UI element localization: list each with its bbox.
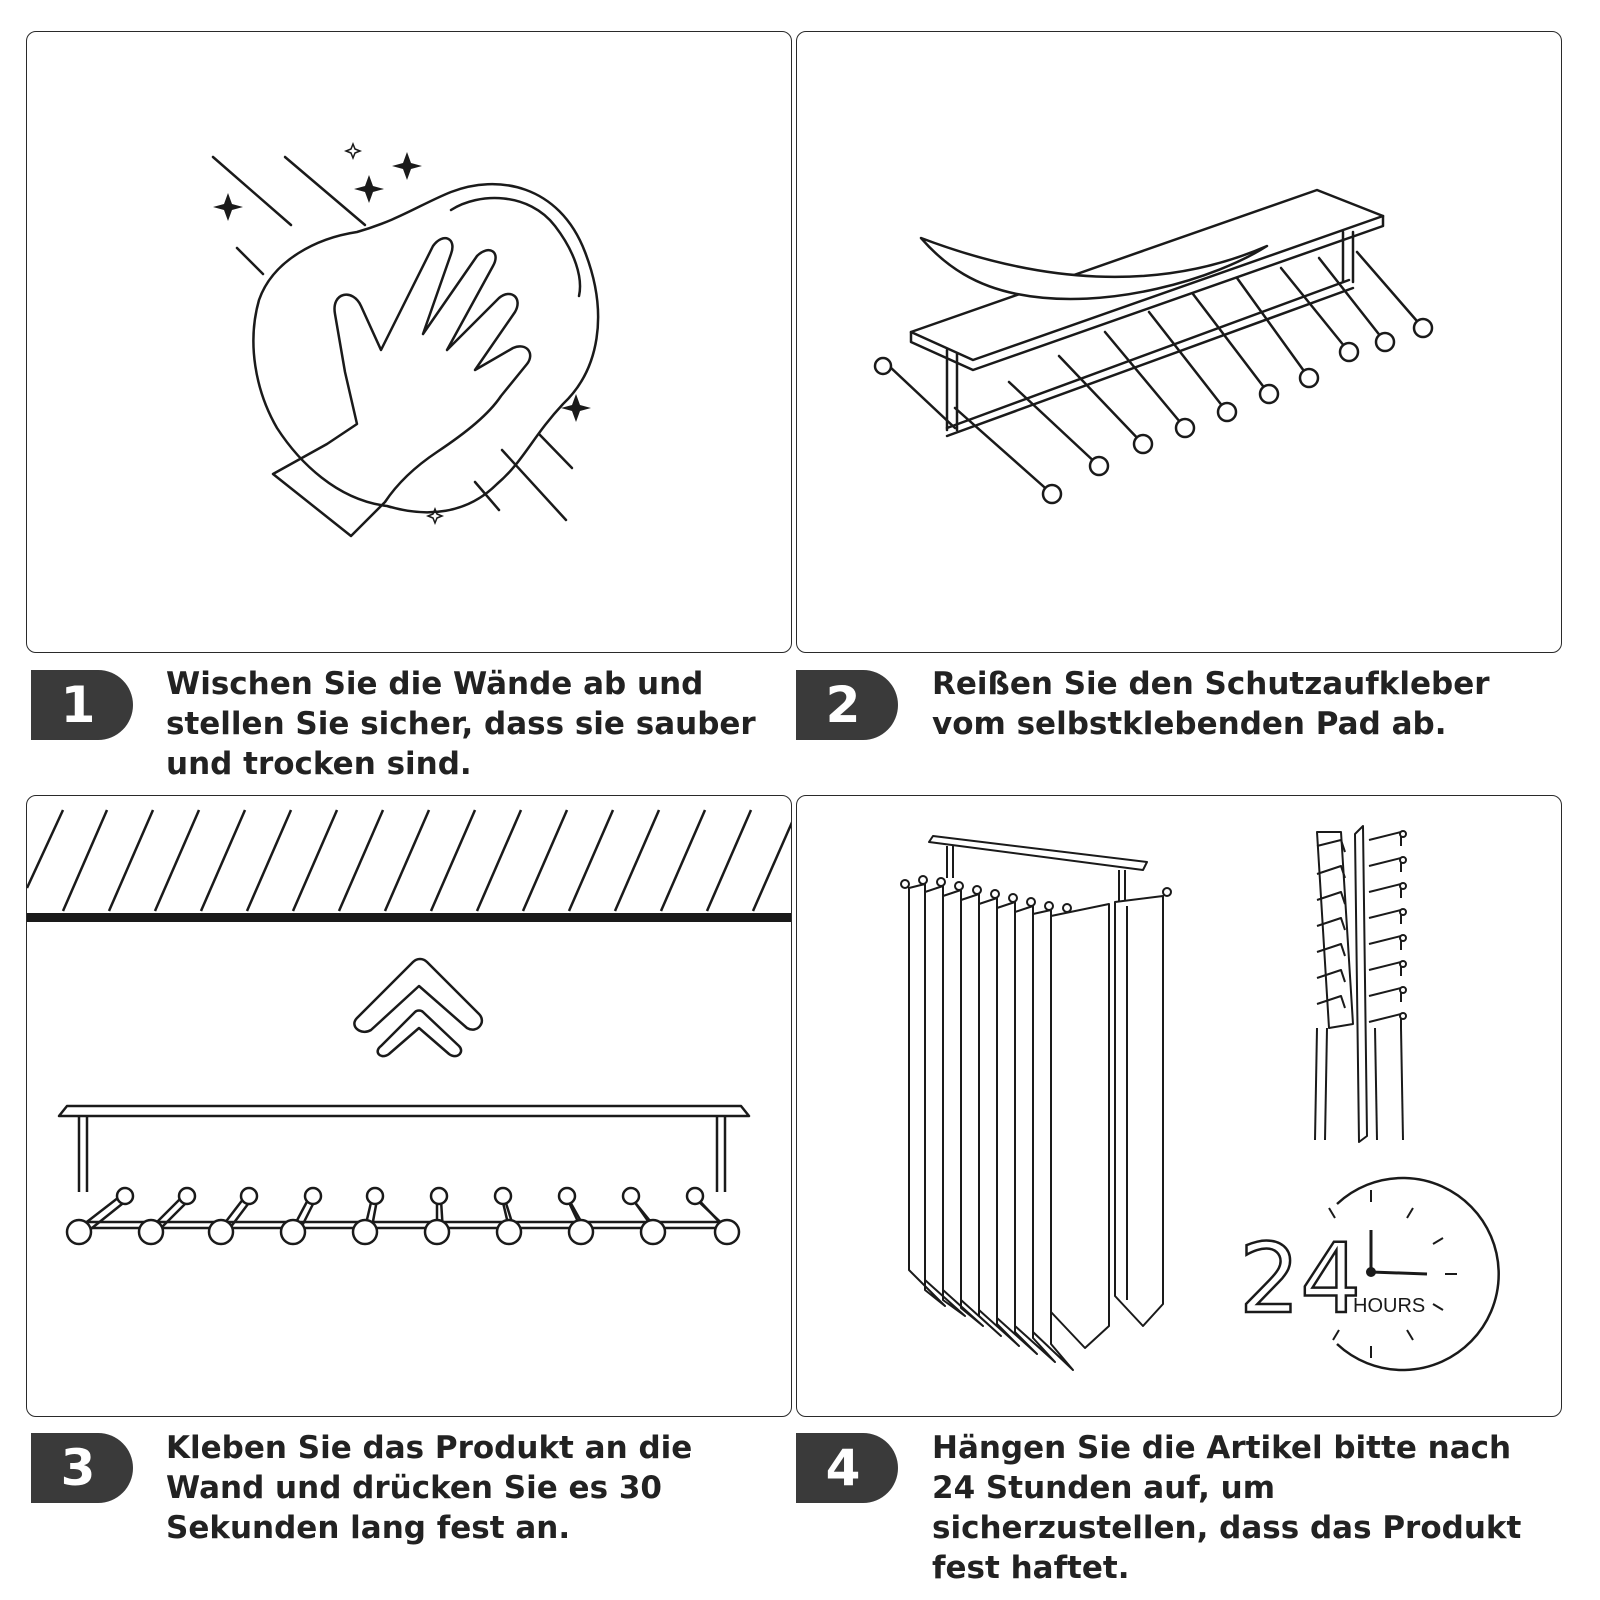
step-4-caption: Hängen Sie die Artikel bitte nach 24 Stu…: [932, 1430, 1522, 1586]
step-3-badge: 3: [31, 1433, 133, 1503]
hand-outline: [271, 236, 532, 538]
panel-step-4-illustration: 24 HOURS: [796, 795, 1562, 1417]
wall-hatching: [27, 809, 791, 912]
stick-to-wall-illustration: [27, 809, 791, 1246]
side-view-rack: [1314, 825, 1407, 1143]
cloth-fold: [449, 196, 582, 298]
rack-shelf: [57, 1104, 751, 1230]
panel-step-2-illustration: [796, 31, 1562, 653]
arrow-up-icon: [353, 957, 484, 1058]
step-2-caption: Reißen Sie den Schutzaufkleber vom selbs…: [932, 666, 1490, 742]
rack-hooks: [65, 1186, 741, 1246]
wipe-wall-illustration: [211, 141, 600, 538]
hang-items-illustration: 24 HOURS: [900, 825, 1500, 1372]
step-1-caption: Wischen Sie die Wände ab und stellen Sie…: [166, 666, 756, 782]
clock-big-number: 24: [1239, 1223, 1361, 1335]
step-3-caption: Kleben Sie das Produkt an die Wand und d…: [166, 1430, 693, 1546]
sparkle-icons: [213, 152, 591, 422]
step-1-badge: 1: [31, 670, 133, 740]
clock-hours-label: HOURS: [1353, 1295, 1425, 1317]
panel-step-3-illustration: [26, 795, 792, 1417]
panel-step-1-illustration: [26, 31, 792, 653]
cloth-outline: [252, 182, 600, 514]
rack-with-trousers: [900, 835, 1172, 1371]
wall-surface: [27, 913, 791, 922]
step-4-badge: 4: [796, 1433, 898, 1503]
step-2-badge: 2: [796, 670, 898, 740]
clock-icon: 24 HOURS: [1238, 1176, 1500, 1372]
peel-sticker-illustration: [873, 188, 1434, 505]
